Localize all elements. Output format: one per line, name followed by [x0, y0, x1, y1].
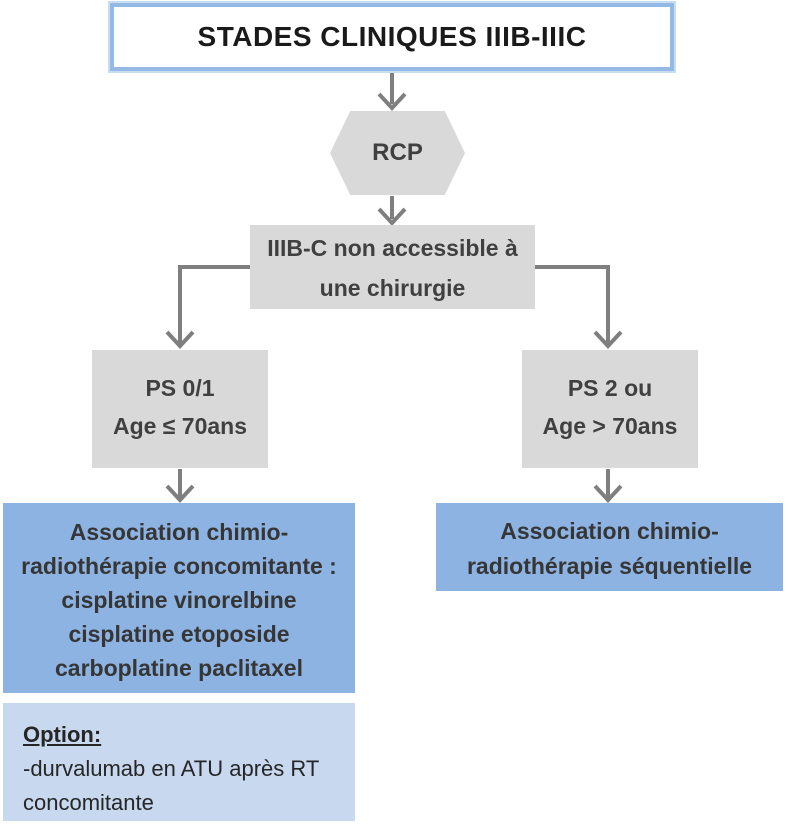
ps-fit-line-1: PS 0/1	[145, 375, 215, 401]
sequential-line-2: radiothérapie séquentielle	[466, 553, 753, 579]
concomitant-node: Association chimio- radiothérapie concom…	[3, 503, 355, 693]
connector-ps-fit-to-concomitant	[165, 469, 195, 503]
connector-inoperable-to-ps-fit	[165, 265, 250, 349]
option-node: Option: -durvalumab en ATU après RT conc…	[3, 703, 355, 821]
concomitant-line-3: cisplatine vinorelbine	[61, 587, 297, 613]
ps-unfit-line-1: PS 2 ou	[567, 375, 653, 401]
connector-ps-unfit-to-sequential	[593, 469, 623, 503]
inoperable-line-2: une chirurgie	[319, 275, 466, 301]
inoperable-line-1: IIIB-C non accessible à	[267, 235, 518, 261]
option-line-2: concomitante	[23, 790, 154, 815]
title-node: STADES CLINIQUES IIIB-IIIC	[110, 3, 674, 71]
ps-unfit-line-2: Age > 70ans	[542, 413, 678, 439]
connector-rcp-to-inoperable	[377, 196, 407, 226]
rcp-node: RCP	[330, 111, 465, 195]
sequential-node: Association chimio- radiothérapie séquen…	[436, 503, 783, 591]
ps-unfit-node: PS 2 ou Age > 70ans	[522, 350, 698, 468]
option-heading: Option:	[23, 722, 102, 747]
connector-inoperable-to-ps-unfit	[535, 265, 623, 349]
option-line-1: -durvalumab en ATU après RT	[23, 756, 320, 781]
concomitant-line-2: radiothérapie concomitante :	[21, 553, 337, 579]
sequential-line-1: Association chimio-	[500, 518, 719, 544]
ps-fit-node: PS 0/1 Age ≤ 70ans	[92, 350, 268, 468]
concomitant-line-1: Association chimio-	[69, 519, 289, 545]
title-text: STADES CLINIQUES IIIB-IIIC	[197, 21, 587, 52]
concomitant-line-4: cisplatine etoposide	[68, 621, 290, 647]
concomitant-line-5: carboplatine paclitaxel	[55, 655, 303, 681]
inoperable-node: IIIB-C non accessible à une chirurgie	[250, 225, 535, 309]
connector-title-to-rcp	[377, 73, 407, 111]
ps-fit-line-2: Age ≤ 70ans	[112, 413, 248, 439]
rcp-label: RCP	[372, 139, 423, 166]
